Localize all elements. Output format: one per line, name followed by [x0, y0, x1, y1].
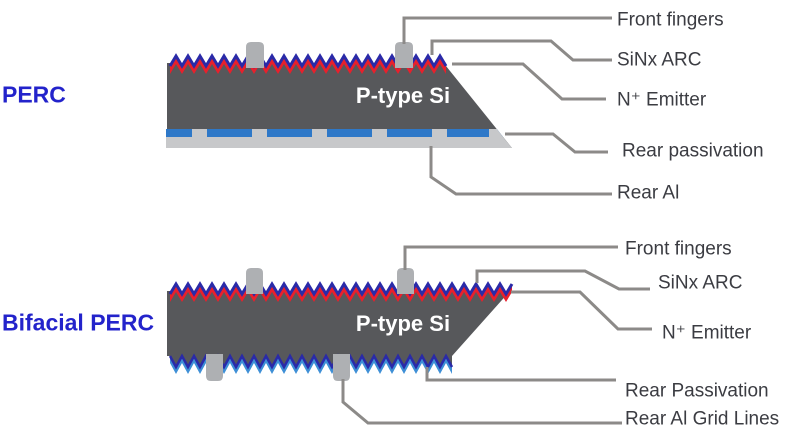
perc-leader-rear-al: [429, 146, 612, 196]
bifacial-perc-heading: Bifacial PERC: [2, 309, 155, 336]
perc-local-contact-opening: [312, 129, 327, 137]
perc-label-rear-passivation: Rear passivation: [622, 140, 764, 162]
perc-label-front-fingers: Front fingers: [617, 9, 724, 31]
bifacial-rear-finger: [333, 354, 350, 381]
bifacial-leader-front-fingers: [403, 245, 618, 270]
perc-n-emitter-layer: [170, 56, 446, 74]
perc-leader-sinx-arc: [430, 39, 612, 62]
bifacial-front-finger: [246, 268, 263, 294]
bifacial-silicon-body: [167, 291, 510, 367]
perc-label-n-emitter: N⁺ Emitter: [617, 89, 707, 111]
perc-local-contact-opening: [372, 129, 387, 137]
bifacial-label-n-emitter: N⁺ Emitter: [662, 322, 752, 344]
perc-label-sinx-arc: SiNx ARC: [617, 49, 702, 71]
bifacial-leader-rear-passivation: [425, 367, 616, 382]
bifacial-body-label: P-type Si: [355, 311, 451, 336]
perc-body-label: P-type Si: [355, 83, 451, 108]
bifacial-leader-sinx-arc: [475, 269, 650, 291]
bifacial-front-finger: [397, 268, 414, 294]
perc-front-finger: [246, 42, 264, 68]
bifacial-rear-finger: [206, 354, 223, 381]
perc-local-contact-opening: [489, 129, 503, 137]
perc-label-rear-al: Rear Al: [617, 182, 680, 204]
bifacial-leader-rear-al-grid-lines: [341, 379, 622, 425]
bifacial-leader-n-emitter: [511, 290, 652, 331]
perc-local-contact-opening: [192, 129, 207, 137]
perc-leader-n-emitter: [452, 62, 606, 101]
bifacial-label-front-fingers: Front fingers: [625, 238, 732, 260]
bifacial-label-rear-al-grid-lines: Rear Al Grid Lines: [625, 408, 780, 430]
perc-rear-passivation-layer: [166, 129, 503, 137]
perc-heading: PERC: [2, 81, 66, 108]
perc-local-contact-opening: [252, 129, 267, 137]
bifacial-label-sinx-arc: SiNx ARC: [658, 272, 743, 294]
perc-silicon-body: [167, 63, 512, 148]
perc-rear-al-layer: [166, 137, 512, 148]
bifacial-label-rear-passivation: Rear Passivation: [625, 380, 769, 402]
perc-leader-front-fingers: [402, 16, 612, 44]
bifacial-sinx-arc-layer: [168, 281, 514, 297]
perc-leader-rear-passivation: [505, 132, 608, 154]
perc-local-contact-opening: [432, 129, 447, 137]
perc-front-finger: [395, 42, 413, 68]
